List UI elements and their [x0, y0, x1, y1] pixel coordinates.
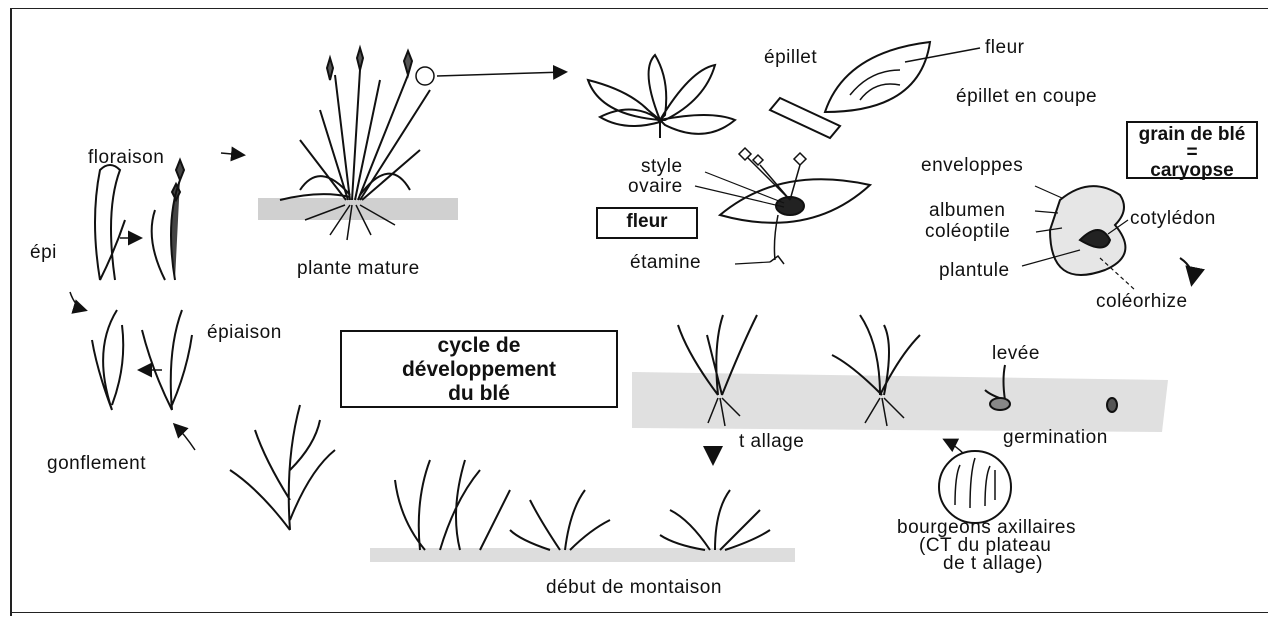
arrow-to-epillet — [437, 72, 565, 76]
grain-box: grain de blé = caryopse — [1126, 121, 1258, 179]
label-gonflement: gonflement — [47, 454, 146, 474]
label-bourgeons-3: de t allage) — [943, 554, 1043, 574]
label-levee: levée — [992, 344, 1040, 364]
label-plante-mature: plante mature — [297, 259, 420, 279]
cycle-title-line1: cycle de — [342, 334, 616, 358]
label-epillet-coupe: épillet en coupe — [956, 87, 1097, 107]
label-enveloppes: enveloppes — [921, 156, 1023, 176]
label-epi: épi — [30, 243, 57, 263]
label-fleur-top: fleur — [985, 38, 1024, 58]
label-albumen: albumen — [929, 201, 1005, 221]
label-etamine: étamine — [630, 253, 701, 273]
label-plantule: plantule — [939, 261, 1010, 281]
cycle-title-box: cycle de développement du blé — [340, 330, 618, 408]
montaison-illustration — [370, 448, 795, 562]
label-epiaison: épiaison — [207, 323, 282, 343]
plante-mature-illustration — [258, 48, 458, 240]
label-debut-montaison: début de montaison — [546, 578, 722, 598]
label-coleorhize: coléorhize — [1096, 292, 1188, 312]
epillet-illustration — [588, 55, 735, 138]
epiaison-illustration — [92, 310, 195, 450]
fleur-box: fleur — [596, 207, 698, 239]
label-ovaire: ovaire — [628, 177, 683, 197]
fleur-illustration — [695, 148, 870, 264]
bourgeons-illustration — [939, 451, 1011, 523]
grain-box-line3: caryopse — [1128, 162, 1256, 180]
label-germination: germination — [1003, 428, 1108, 448]
cycle-title-line3: du blé — [342, 382, 616, 406]
label-coleoptile: coléoptile — [925, 222, 1010, 242]
gonflement-illustration — [230, 405, 335, 530]
label-tallage: t allage — [739, 432, 804, 452]
cycle-title-line2: développement — [342, 358, 616, 382]
grain-illustration — [1022, 186, 1193, 290]
label-cotyledon: cotylédon — [1130, 209, 1216, 229]
label-epillet: épillet — [764, 48, 817, 68]
label-style: style — [641, 157, 683, 177]
label-floraison: floraison — [88, 148, 164, 168]
floraison-illustration — [70, 153, 243, 310]
